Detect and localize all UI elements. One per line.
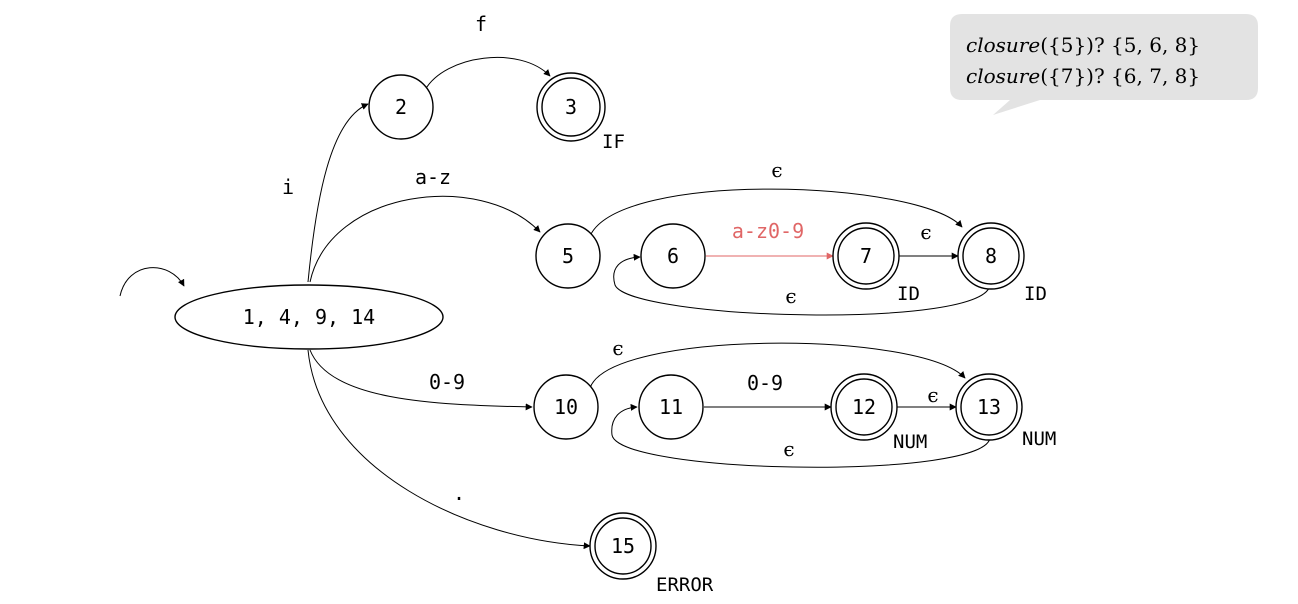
edge-label-8-6: ϵ xyxy=(785,284,796,308)
edge-1-15 xyxy=(307,349,591,550)
edge-8-6 xyxy=(613,253,991,316)
callout-line-1: closure({5})? {5, 6, 8} xyxy=(966,33,1200,57)
state-1-4-9-14: 1, 4, 9, 14 xyxy=(174,284,444,350)
state-5: 5 xyxy=(535,223,601,289)
token-label-if: IF xyxy=(602,131,625,153)
edge-label-1-2: i xyxy=(282,175,294,199)
edge-1-5 xyxy=(309,195,541,283)
edge-label-11-12: 0-9 xyxy=(747,371,783,395)
state-label: 12 xyxy=(852,395,876,419)
state-8: 8 xyxy=(957,222,1025,290)
edge-label-13-11: ϵ xyxy=(783,437,794,461)
state-label: 1, 4, 9, 14 xyxy=(243,305,375,329)
state-label: 15 xyxy=(611,534,635,558)
edge-2-3 xyxy=(424,57,551,91)
state-12: 12 xyxy=(830,373,898,441)
edge-label-5-8: ϵ xyxy=(771,158,782,182)
closure-callout: closure({5})? {5, 6, 8} closure({7})? {6… xyxy=(950,14,1258,115)
edge-label-12-13: ϵ xyxy=(927,383,938,407)
state-label: 8 xyxy=(985,244,997,268)
state-3: 3 xyxy=(536,72,606,142)
edge-1-10 xyxy=(309,349,533,411)
state-2: 2 xyxy=(368,74,434,140)
state-label: 11 xyxy=(659,395,683,419)
start-arrow xyxy=(119,267,185,297)
edge-5-8 xyxy=(589,188,963,237)
edge-label-7-8: ϵ xyxy=(920,220,931,244)
state-label: 3 xyxy=(565,95,577,119)
state-10: 10 xyxy=(533,374,599,440)
state-label: 6 xyxy=(667,244,679,268)
token-label-error: ERROR xyxy=(656,574,714,596)
token-label-num-13: NUM xyxy=(1022,428,1056,450)
token-label-id-7: ID xyxy=(897,283,920,305)
state-7: 7 xyxy=(832,222,900,290)
edge-label-1-10: 0-9 xyxy=(429,370,465,394)
edge-10-13 xyxy=(589,342,966,389)
token-label-id-8: ID xyxy=(1024,283,1047,305)
state-label: 13 xyxy=(977,395,1001,419)
edge-1-2 xyxy=(307,103,369,283)
callout-line-2: closure({7})? {6, 7, 8} xyxy=(966,64,1200,88)
edge-label-10-13: ϵ xyxy=(612,336,623,360)
token-label-num-12: NUM xyxy=(893,431,927,453)
state-13: 13 xyxy=(955,373,1023,441)
state-11: 11 xyxy=(638,374,704,440)
edge-label-1-15: . xyxy=(453,481,465,505)
state-6: 6 xyxy=(640,223,706,289)
state-15: 15 xyxy=(589,512,657,580)
edge-13-11 xyxy=(611,403,991,468)
edge-label-6-7: a-z0-9 xyxy=(732,219,804,243)
callout-bubble xyxy=(950,14,1258,115)
state-label: 10 xyxy=(554,395,578,419)
edge-label-2-3: f xyxy=(475,12,487,36)
state-label: 5 xyxy=(562,244,574,268)
edge-label-1-5: a-z xyxy=(415,165,451,189)
state-label: 7 xyxy=(860,244,872,268)
state-label: 2 xyxy=(395,95,407,119)
